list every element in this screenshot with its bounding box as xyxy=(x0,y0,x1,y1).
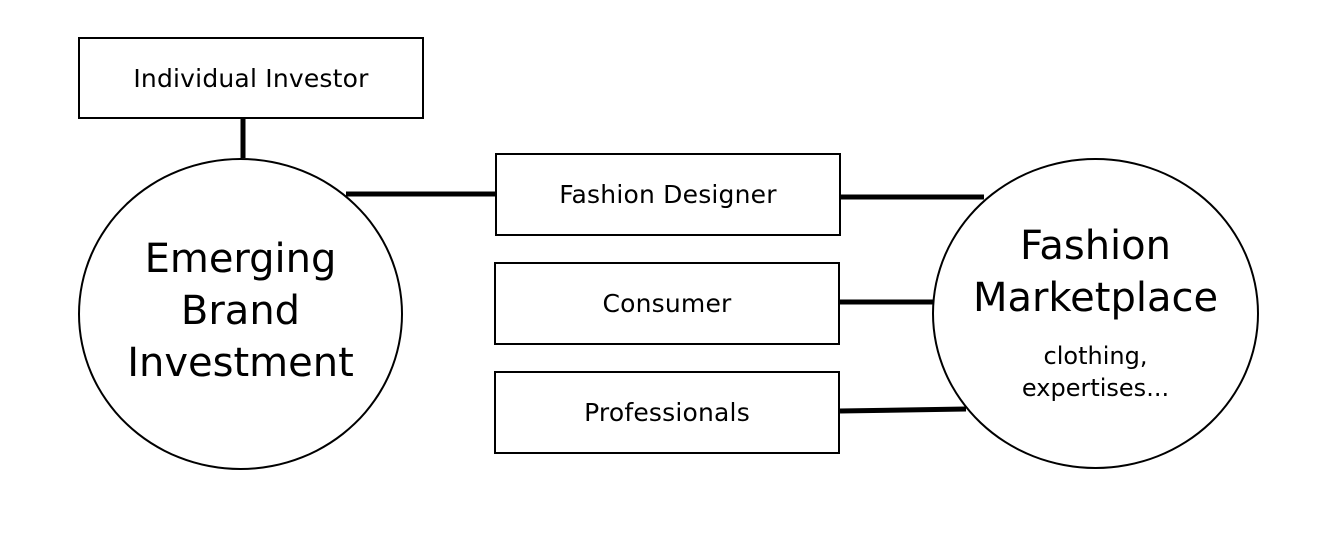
fashion-marketplace-title: Fashion Marketplace xyxy=(973,220,1218,324)
professionals-label: Professionals xyxy=(584,398,750,427)
fashion-marketplace-detail-line-1: clothing, xyxy=(1043,341,1148,370)
emerging-brand-investment-line-1: Emerging xyxy=(144,236,337,282)
fashion-designer-label: Fashion Designer xyxy=(559,180,777,209)
consumer-label: Consumer xyxy=(602,289,732,318)
emerging-brand-investment-line-3: Investment xyxy=(127,340,354,386)
fashion-designer-box: Fashion Designer xyxy=(495,153,841,236)
fashion-marketplace-detail: clothing, expertises... xyxy=(1022,340,1169,404)
professionals-box: Professionals xyxy=(494,371,840,454)
emerging-brand-investment-title: Emerging Brand Investment xyxy=(127,233,354,389)
individual-investor-label: Individual Investor xyxy=(133,63,369,93)
emerging-brand-investment-line-2: Brand xyxy=(180,288,301,334)
fashion-marketplace-detail-line-2: expertises... xyxy=(1021,373,1170,402)
fashion-marketplace-circle: Fashion Marketplace clothing, expertises… xyxy=(932,158,1259,469)
fashion-marketplace-line-1: Fashion xyxy=(1020,222,1171,269)
fashion-marketplace-line-2: Marketplace xyxy=(972,274,1219,321)
connector-professionals-to-marketplace xyxy=(839,406,967,414)
emerging-brand-investment-circle: Emerging Brand Investment xyxy=(78,158,403,470)
individual-investor-box: Individual Investor xyxy=(78,37,424,119)
consumer-box: Consumer xyxy=(494,262,840,345)
